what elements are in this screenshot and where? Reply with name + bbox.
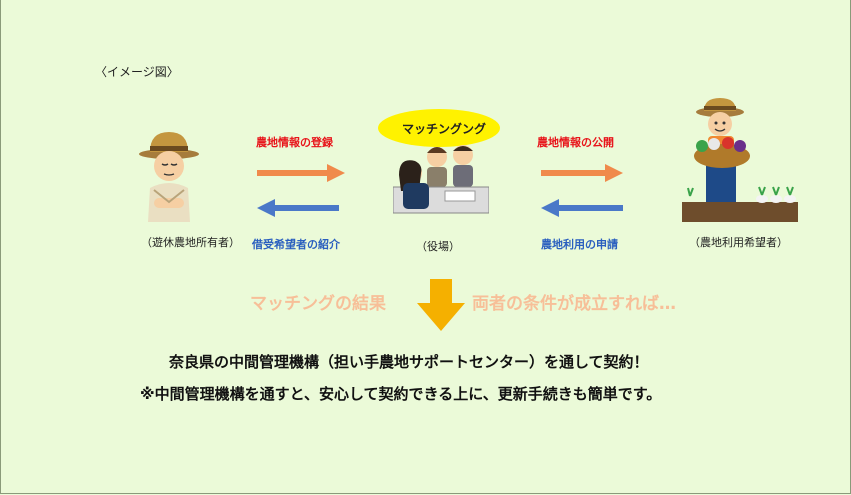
condition-text: 両者の条件が成立すれば…	[472, 294, 676, 314]
apply-label: 農地利用の申請	[541, 238, 618, 251]
image-caption: 〈イメージ図〉	[95, 65, 179, 79]
matching-bubble	[378, 109, 500, 147]
orange-arrow-right	[257, 164, 345, 182]
owner-label: （遊休農地所有者）	[141, 236, 240, 249]
town-office-illustration	[393, 145, 489, 214]
blue-arrow-left	[257, 199, 339, 217]
office-label: （役場）	[416, 240, 460, 253]
benefit-note: ※中間管理機構を通すと、安心して契約できる上に、更新手続きも簡単です。	[140, 385, 662, 403]
applicant-label: （農地利用希望者）	[689, 236, 788, 249]
idle-farmland-owner-illustration	[139, 132, 199, 222]
introduce-label: 借受希望者の紹介	[252, 238, 340, 251]
down-arrow	[417, 279, 465, 331]
matching-result-text: マッチングの結果	[250, 294, 386, 314]
farmland-applicant-illustration	[682, 98, 798, 222]
contract-statement: 奈良県の中間管理機構（担い手農地サポートセンター）を通して契約！	[169, 353, 649, 371]
matching-bubble-text: マッチングング	[402, 122, 487, 136]
blue-arrow-left-2	[541, 199, 623, 217]
orange-arrow-right-2	[541, 164, 623, 182]
publish-label: 農地情報の公開	[537, 136, 614, 149]
register-label: 農地情報の登録	[256, 136, 333, 149]
